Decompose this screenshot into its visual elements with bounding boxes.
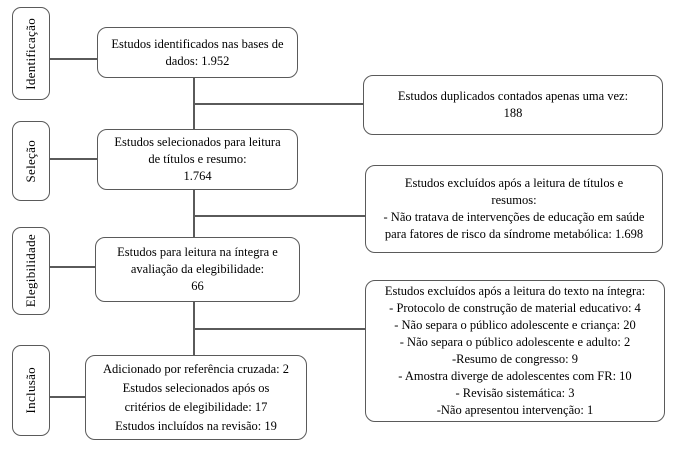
box-fulltext-eligibility: Estudos para leitura na íntegra e avalia…: [95, 237, 300, 302]
connector-stage3-to-fulltext: [50, 266, 95, 268]
stage-box-inclusion: Inclusão: [12, 345, 50, 436]
stage-box-eligibility: Elegibilidade: [12, 227, 50, 315]
connector-branch-excluded-title-abstract: [193, 215, 366, 217]
connector-stage1-to-identified: [50, 58, 97, 60]
connector-branch-duplicates: [193, 103, 364, 105]
stage-box-selection: Seleção: [12, 121, 50, 201]
connector-branch-excluded-fulltext: [193, 328, 366, 330]
box-excluded-fulltext: Estudos excluídos após a leitura do text…: [365, 280, 665, 422]
box-title-abstract-screening: Estudos selecionados para leitura de tít…: [97, 129, 298, 190]
stage-label-eligibility: Elegibilidade: [23, 234, 38, 308]
stage-box-identification: Identificação: [12, 7, 50, 100]
box-included-studies: Adicionado por referência cruzada: 2 Est…: [85, 355, 307, 440]
stage-label-identification: Identificação: [23, 17, 38, 90]
connector-stage2-to-title-abstract: [50, 158, 97, 160]
connector-stage4-to-included: [50, 396, 85, 398]
stage-label-selection: Seleção: [23, 139, 38, 183]
box-duplicates-removed: Estudos duplicados contados apenas uma v…: [363, 75, 663, 135]
box-identified-records: Estudos identificados nas bases de dados…: [97, 27, 298, 78]
connector-title-abstract-to-fulltext: [193, 190, 195, 237]
stage-label-inclusion: Inclusão: [23, 367, 38, 414]
box-excluded-title-abstract: Estudos excluídos após a leitura de títu…: [365, 165, 663, 253]
